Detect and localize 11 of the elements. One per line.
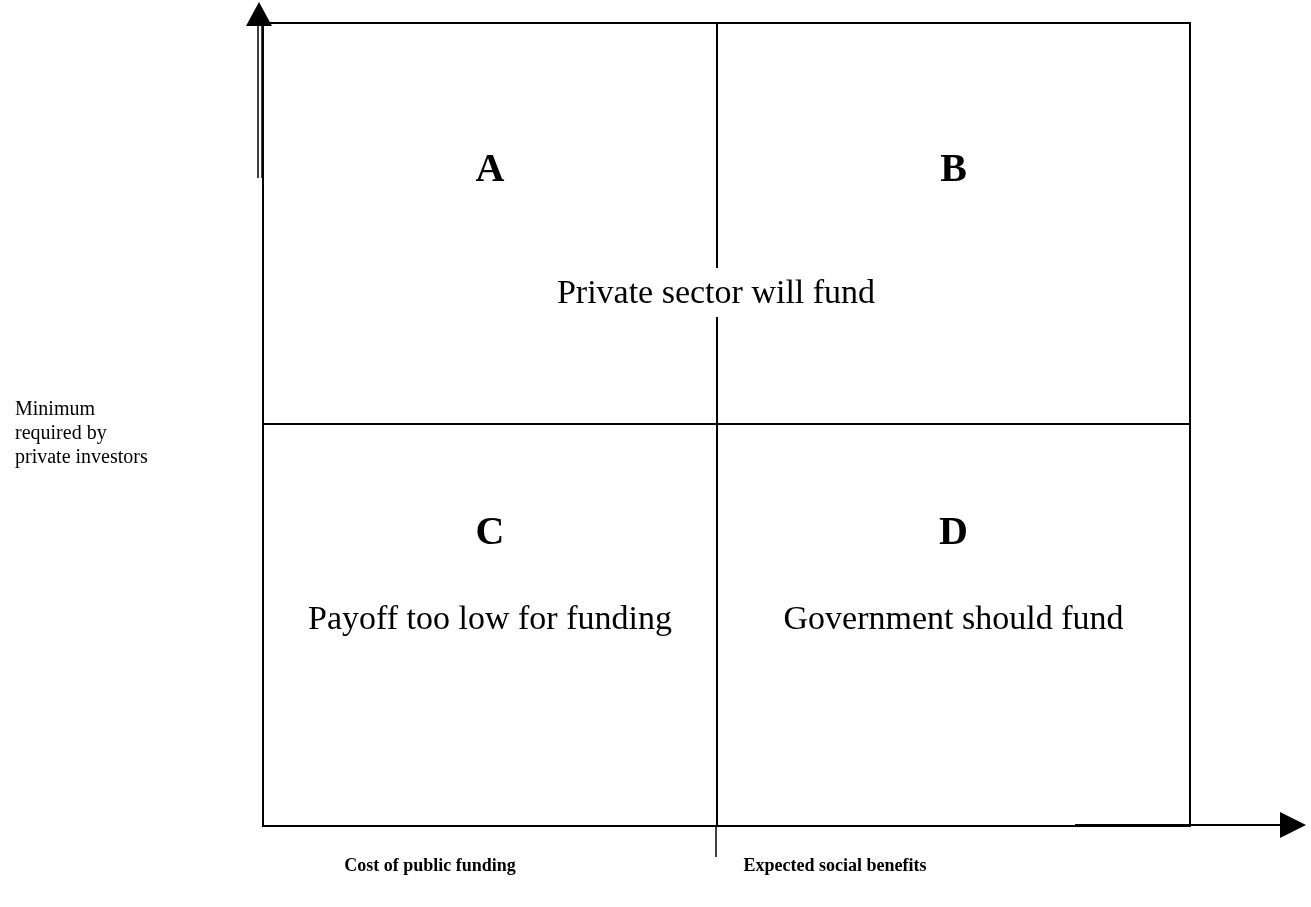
quadrant-letter: A	[475, 148, 505, 188]
quadrant-box	[262, 423, 718, 827]
quadrant-text: Payoff too low for funding	[308, 599, 672, 637]
quadrant-letter: B	[940, 148, 967, 188]
quadrant-letter: D	[939, 511, 968, 551]
axis-label: Expected social benefits	[743, 855, 927, 877]
quadrant-letter: C	[475, 511, 505, 551]
quadrant-box	[716, 423, 1191, 827]
quadrant-text: Government should fund	[783, 599, 1124, 637]
axis-label: Minimum required by private investors	[15, 396, 149, 468]
axis-label: Cost of public funding	[344, 855, 516, 877]
